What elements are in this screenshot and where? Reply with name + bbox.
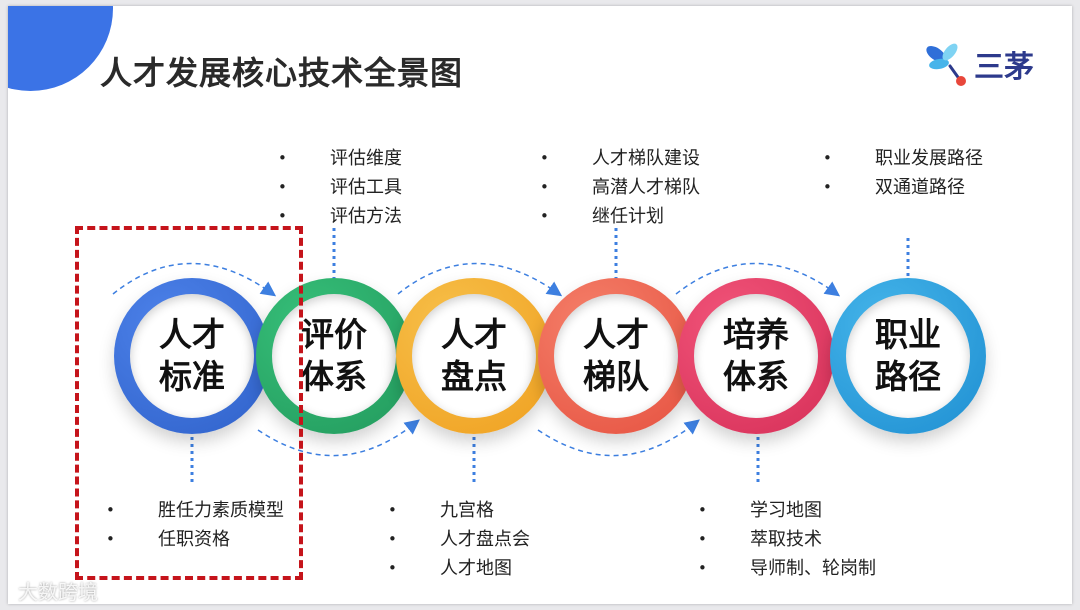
bullet-item: 继任计划 xyxy=(540,202,700,231)
bullets-人才梯队: 人才梯队建设 高潜人才梯队 继任计划 xyxy=(540,144,700,231)
highlight-box xyxy=(75,226,303,580)
node-label-container: 评价体系 xyxy=(272,294,396,418)
bullet-item: 任职资格 xyxy=(106,525,284,554)
node-label: 培养体系 xyxy=(723,315,789,396)
bullets-评价体系: 评估维度 评估工具 评估方法 xyxy=(278,144,402,231)
node-label: 职业路径 xyxy=(875,315,941,396)
bullet-item: 职业发展路径 xyxy=(823,144,983,173)
node-人才梯队: 人才梯队 xyxy=(538,278,694,434)
node-人才标准: 人才标准 xyxy=(114,278,270,434)
bullet-item: 导师制、轮岗制 xyxy=(698,554,876,583)
bullets-培养体系: 学习地图 萃取技术 导师制、轮岗制 xyxy=(698,496,876,583)
node-label: 人才梯队 xyxy=(583,315,649,396)
node-人才盘点: 人才盘点 xyxy=(396,278,552,434)
flow-arrow-4 xyxy=(537,419,700,457)
node-label: 评价体系 xyxy=(301,315,367,396)
flow-arrow-3 xyxy=(397,262,563,297)
bullet-item: 九宫格 xyxy=(388,496,530,525)
flow-arrow-2 xyxy=(257,419,420,457)
node-培养体系: 培养体系 xyxy=(678,278,834,434)
bullets-人才盘点: 九宫格 人才盘点会 人才地图 xyxy=(388,496,530,583)
node-label-container: 人才标准 xyxy=(130,294,254,418)
node-label-container: 培养体系 xyxy=(694,294,818,418)
node-label-container: 人才梯队 xyxy=(554,294,678,418)
bullet-item: 评估工具 xyxy=(278,173,402,202)
slide: 人才发展核心技术全景图 三茅 评估维度 评估工具 xyxy=(8,6,1072,604)
node-label-container: 职业路径 xyxy=(846,294,970,418)
bullet-item: 高潜人才梯队 xyxy=(540,173,700,202)
bullets-职业路径: 职业发展路径 双通道路径 xyxy=(823,144,983,202)
bullet-item: 人才盘点会 xyxy=(388,525,530,554)
bullet-item: 胜任力素质模型 xyxy=(106,496,284,525)
bullet-item: 人才地图 xyxy=(388,554,530,583)
flow-arrow-1 xyxy=(112,262,277,297)
node-label: 人才盘点 xyxy=(441,315,507,396)
node-职业路径: 职业路径 xyxy=(830,278,986,434)
watermark: 大数跨境 xyxy=(18,580,98,604)
bullet-item: 双通道路径 xyxy=(823,173,983,202)
bullet-item: 评估维度 xyxy=(278,144,402,173)
brand-name: 三茅 xyxy=(974,50,1034,85)
bullet-item: 学习地图 xyxy=(698,496,876,525)
node-label: 人才标准 xyxy=(159,315,225,396)
flow-arrow-5 xyxy=(675,262,841,297)
node-评价体系: 评价体系 xyxy=(256,278,412,434)
page-title: 人才发展核心技术全景图 xyxy=(100,54,464,92)
bullet-item: 人才梯队建设 xyxy=(540,144,700,173)
bullets-人才标准: 胜任力素质模型 任职资格 xyxy=(106,496,284,554)
brand-logo: 三茅 xyxy=(924,40,1034,88)
bullet-item: 萃取技术 xyxy=(698,525,876,554)
bullet-item: 评估方法 xyxy=(278,202,402,231)
dragonfly-icon xyxy=(926,43,966,86)
node-label-container: 人才盘点 xyxy=(412,294,536,418)
